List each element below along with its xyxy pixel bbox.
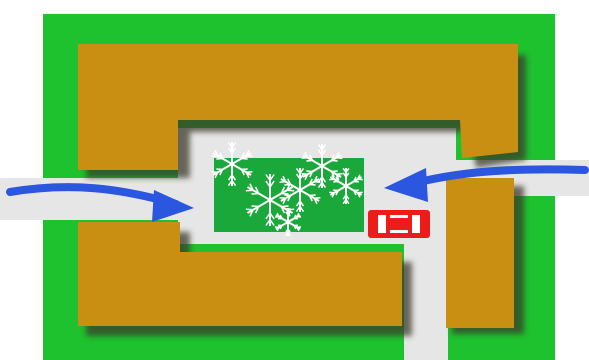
car-icon <box>368 210 430 238</box>
right-building <box>446 178 514 328</box>
